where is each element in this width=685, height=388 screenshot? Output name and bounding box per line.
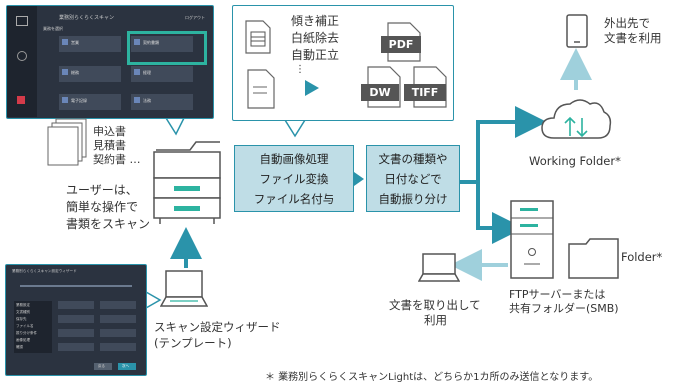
- wizard-list-item-3[interactable]: ファイル名: [16, 324, 34, 328]
- doc-label-1: 見積書: [93, 139, 126, 152]
- feature-line-1: 白紙除去: [291, 31, 340, 45]
- process-1-line-0: 自動画像処理: [259, 151, 329, 166]
- mobile-caption-1: 文書を利用: [604, 31, 662, 45]
- folder-caption: Folder*: [621, 250, 663, 264]
- scan-panel-callout: 業務別らくらくスキャン ログアウト 業務を選択 営業 契約書類 総務 経理 電子…: [6, 5, 214, 119]
- home-icon[interactable]: [16, 16, 28, 26]
- wizard-caption-0: スキャン設定ウィザード: [154, 320, 281, 334]
- laptop-icon-retrieve: [418, 253, 460, 282]
- feature-line-3: ⋮: [295, 64, 305, 75]
- wizard-screen-callout: 業務別らくらくスキャン設定ウィザード 業務設定 文書種別 保存先 ファイル名 振…: [5, 264, 147, 376]
- wizard-grid-cell[interactable]: [58, 301, 94, 309]
- retrieve-caption-1: 利用: [424, 313, 447, 327]
- callout-tail-right: [284, 119, 306, 138]
- wizard-grid-cell[interactable]: [100, 343, 136, 351]
- wizard-list-item-2[interactable]: 保存先: [16, 317, 27, 321]
- document-stack-icon: [47, 118, 87, 166]
- wizard-list-item-4[interactable]: 振り分け条件: [16, 331, 37, 335]
- wizard-list-item-1[interactable]: 文書種別: [16, 310, 30, 314]
- wizard-grid-cell[interactable]: [58, 343, 94, 351]
- wizard-grid-cell[interactable]: [58, 329, 94, 337]
- play-arrow-icon: [305, 80, 319, 96]
- user-caption-0: ユーザーは、: [66, 183, 138, 197]
- tile-icon: [62, 39, 68, 45]
- doc-label-2: 契約書 …: [93, 153, 141, 166]
- tile-icon: [134, 39, 140, 45]
- wizard-grid: [58, 301, 140, 353]
- wizard-caption-1: (テンプレート): [154, 336, 232, 350]
- tile-3[interactable]: 経理: [131, 66, 193, 82]
- tile-icon: [62, 97, 68, 103]
- wizard-next-button[interactable]: 次へ: [118, 363, 136, 370]
- folder-icon: [568, 238, 619, 279]
- mobile-caption-0: 外出先で: [604, 16, 650, 30]
- arrow-to-server: [476, 182, 524, 244]
- panel-side-strip: [7, 6, 37, 117]
- retrieve-caption-0: 文書を取り出して: [389, 298, 481, 312]
- callout-tail-wizard: [145, 291, 162, 309]
- wizard-list-item-0[interactable]: 業務設定: [16, 303, 30, 307]
- wizard-back-button[interactable]: 戻る: [94, 363, 112, 370]
- document-icon: [247, 69, 275, 109]
- tablet-icon: [566, 14, 588, 48]
- user-caption-1: 簡単な操作で: [66, 200, 139, 214]
- panel-header-title: 業務別らくらくスキャン: [59, 15, 115, 21]
- pdf-badge: PDF: [381, 36, 421, 53]
- process-box-image-processing: 自動画像処理 ファイル変換 ファイル名付与: [234, 145, 354, 212]
- tiff-badge: TIFF: [404, 84, 446, 101]
- wizard-list-item-6[interactable]: 確認: [16, 345, 23, 349]
- tile-icon: [62, 69, 68, 75]
- panel-header-right[interactable]: ログアウト: [185, 15, 205, 20]
- server-caption-1: 共有フォルダー(SMB): [509, 302, 619, 315]
- tile-5[interactable]: 法務: [131, 94, 193, 110]
- tile-icon: [134, 69, 140, 75]
- tile-4[interactable]: 電子記録: [59, 94, 121, 110]
- wizard-grid-cell[interactable]: [100, 315, 136, 323]
- cloud-icon: [541, 99, 612, 139]
- tile-highlight: [127, 31, 207, 65]
- document-form-icon: [245, 20, 271, 54]
- process-box-auto-sort: 文書の種類や 日付などで 自動振り分け: [366, 145, 460, 212]
- wizard-grid-cell[interactable]: [58, 315, 94, 323]
- mfp-icon: [153, 141, 221, 224]
- wizard-grid-cell[interactable]: [100, 329, 136, 337]
- wizard-list: 業務設定 文書種別 保存先 ファイル名 振り分け条件 画像処理 確認: [14, 301, 52, 353]
- process-arrow-icon: [354, 172, 364, 186]
- dw-badge: DW: [361, 84, 399, 101]
- footnote: ＊ 業務別らくらくスキャンLightは、どちらか1カ所のみ送信となります。: [265, 372, 599, 383]
- cloud-caption: Working Folder*: [529, 154, 621, 168]
- process-2-line-1: 日付などで: [384, 171, 442, 186]
- server-icon: [510, 200, 554, 279]
- process-1-line-1: ファイル変換: [259, 171, 329, 186]
- laptop-icon-wizard: [160, 270, 208, 307]
- settings-icon[interactable]: [17, 51, 27, 61]
- process-2-line-2: 自動振り分け: [378, 191, 448, 206]
- tile-icon: [134, 97, 140, 103]
- panel-section-label: 業務を選択: [43, 26, 63, 31]
- wizard-list-item-5[interactable]: 画像処理: [16, 338, 30, 342]
- tile-2[interactable]: 総務: [59, 66, 121, 82]
- process-1-line-2: ファイル名付与: [253, 191, 335, 206]
- doc-label-0: 申込書: [93, 125, 126, 138]
- tile-1[interactable]: 契約書類: [131, 36, 193, 52]
- arrow-branch-trunk: [460, 122, 480, 184]
- wizard-grid-cell[interactable]: [100, 301, 136, 309]
- wizard-progress-bar: [20, 285, 132, 287]
- callout-tail-left: [165, 117, 185, 136]
- tile-0[interactable]: 営業: [59, 36, 121, 52]
- server-caption-0: FTPサーバーまたは: [509, 288, 606, 301]
- user-caption-2: 書類をスキャン: [66, 217, 151, 231]
- processing-callout: 傾き補正 白紙除去 自動正立 ⋮ PDF DW TIFF: [232, 5, 454, 121]
- feature-line-2: 自動正立: [291, 48, 340, 62]
- feature-line-0: 傾き補正: [291, 14, 340, 28]
- wizard-title: 業務別らくらくスキャン設定ウィザード: [12, 269, 77, 273]
- process-2-line-0: 文書の種類や: [378, 151, 448, 166]
- stop-icon[interactable]: [17, 96, 25, 104]
